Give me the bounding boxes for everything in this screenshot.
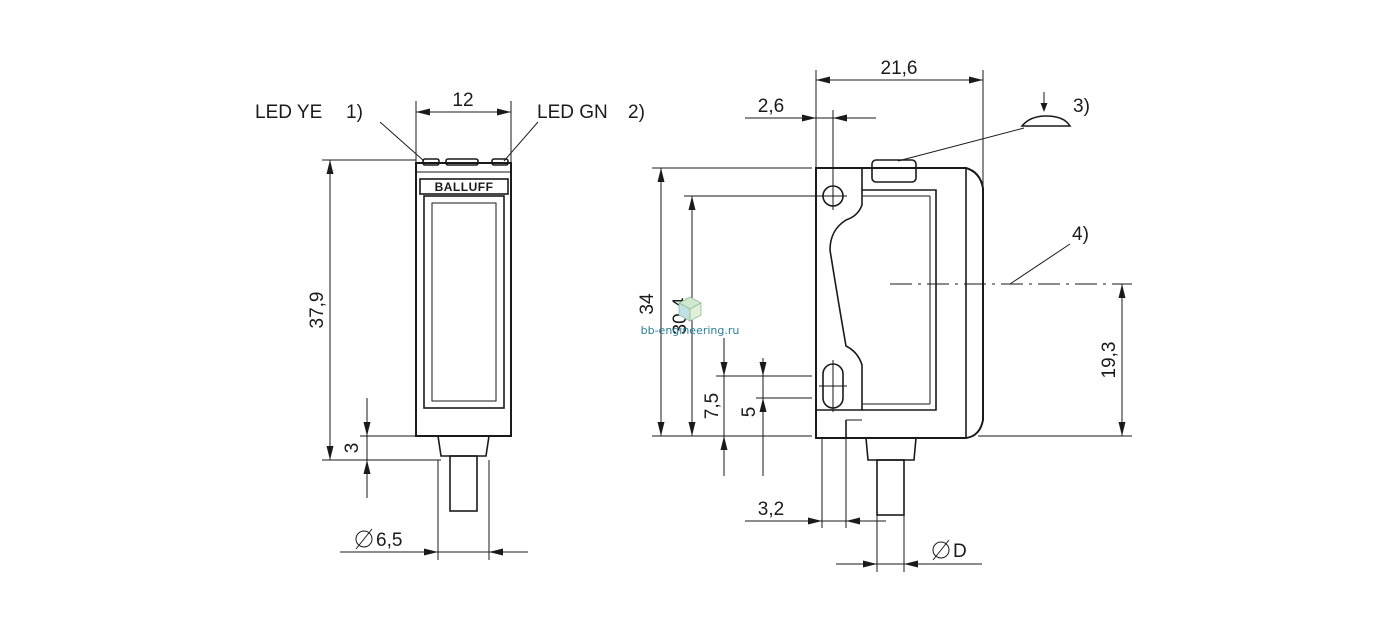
watermark: bb-engineering.ru [641, 296, 740, 337]
led-gn-icon [491, 158, 509, 166]
mounting-flange [816, 167, 863, 411]
dim-side-7-5: 7,5 [702, 393, 723, 419]
brand-plate [419, 178, 509, 195]
front-view: BALLUFF 12 LED YE 1) LED GN 2) 37,9 3 [255, 90, 645, 560]
led-ye-note: 1) [346, 102, 363, 123]
front-window-outer [423, 195, 505, 409]
dim-front-width: 12 [452, 90, 473, 111]
led-gn-note: 2) [628, 102, 645, 123]
dim-side-5: 5 [739, 407, 760, 418]
diameter-d-icon [932, 539, 950, 561]
side-housing [815, 167, 984, 439]
side-view: 21,6 2,6 34 30,4 7,5 5 [637, 58, 1132, 572]
front-connector-base [437, 435, 490, 457]
dim-front-height: 37,9 [307, 292, 328, 329]
led-gn-label: LED GN [537, 102, 608, 123]
dim-side-3-2: 3,2 [758, 499, 784, 520]
note-4-label: 4) [1072, 224, 1089, 245]
dim-side-34: 34 [637, 293, 658, 315]
front-window-inner [431, 202, 497, 402]
dim-side-width: 21,6 [881, 58, 918, 79]
dim-side-diameter: D [953, 541, 967, 562]
front-housing [415, 162, 512, 437]
watermark-text: bb-engineering.ru [641, 324, 740, 337]
push-button-symbol-icon [1020, 92, 1072, 127]
dim-side-2-6: 2,6 [758, 96, 784, 117]
front-connector-pin [449, 455, 478, 512]
teach-button-icon [871, 159, 917, 183]
dim-front-diameter: 6,5 [376, 530, 402, 551]
diameter-icon [355, 528, 373, 550]
note-3-label: 3) [1073, 96, 1090, 117]
dim-side-19-3: 19,3 [1099, 342, 1120, 379]
dim-front-3: 3 [342, 443, 363, 454]
button-top-icon [445, 158, 479, 166]
side-connector-pin [876, 459, 905, 516]
led-ye-icon [422, 158, 440, 166]
side-connector-base [865, 437, 917, 461]
led-ye-label: LED YE [255, 102, 322, 123]
side-optics-window [862, 189, 937, 411]
brand-logo: BALLUFF [435, 180, 494, 194]
watermark-cube-icon [678, 296, 702, 322]
